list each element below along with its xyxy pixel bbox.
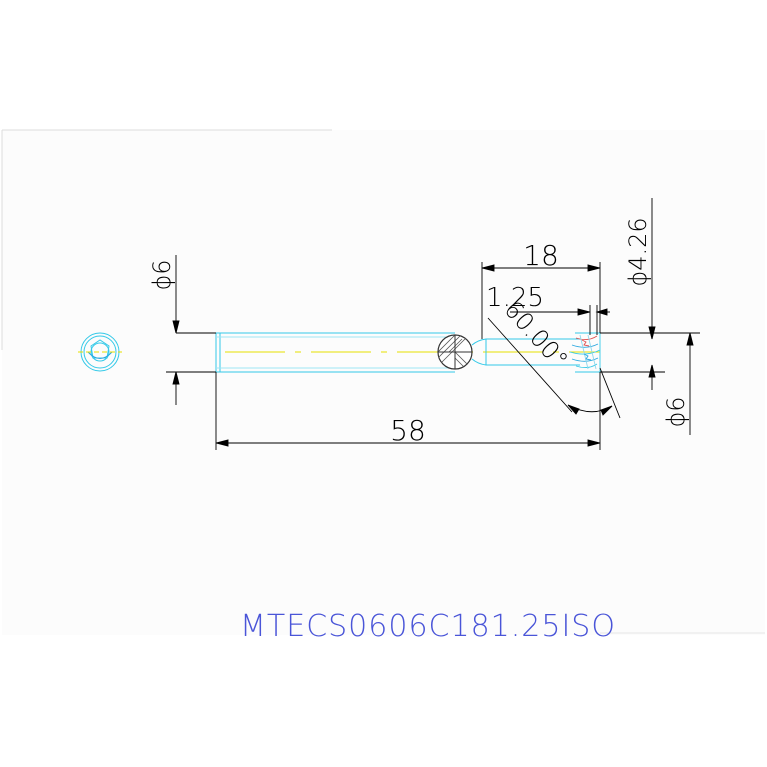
dim-cutting-length: 18 [523,239,559,272]
tool-neck [471,338,580,366]
drawing-frame [1,129,765,635]
tool-end-view [78,332,122,372]
dim-neck-diameter: ϕ4.26 [624,217,652,286]
dim-shank-diameter-left: ϕ6 [148,259,176,290]
dimension-lines [166,198,700,450]
section-circle [437,334,473,370]
tool-shank [215,332,455,373]
dim-shank-diameter-right: ϕ6 [662,396,690,427]
dim-overall-length: 58 [390,414,426,447]
dim-corner-radius: 1.25 [486,283,544,313]
part-code-title: MTECS0606C181.25ISO [240,609,616,644]
cutting-head [569,332,601,373]
